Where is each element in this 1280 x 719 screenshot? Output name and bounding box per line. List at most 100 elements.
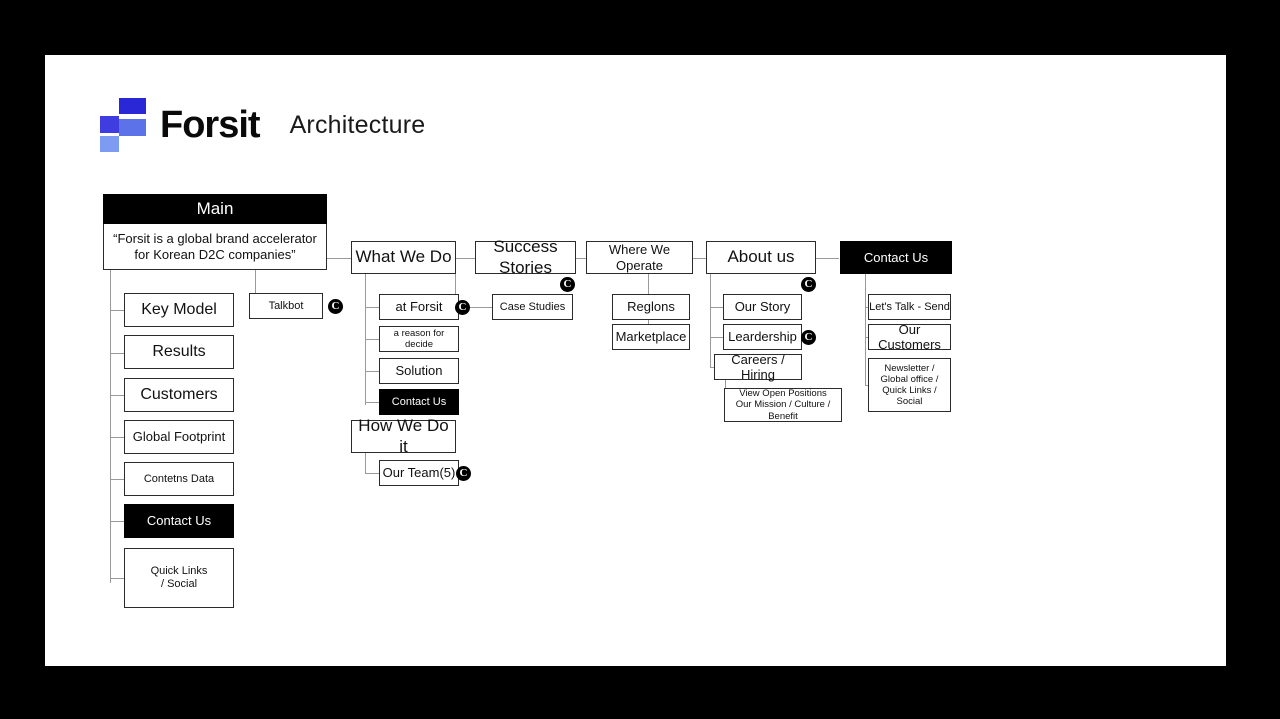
badge-c-talkbot: C — [328, 299, 343, 314]
connector — [110, 395, 124, 397]
logo-block-1 — [119, 98, 146, 114]
node-at-forsit[interactable]: at Forsit — [379, 294, 459, 320]
connector — [865, 274, 867, 386]
node-contact-us-column[interactable]: Contact Us — [840, 241, 952, 274]
brand-name: Forsit — [160, 104, 261, 146]
connector — [710, 307, 724, 309]
node-case-studies[interactable]: Case Studies — [492, 294, 573, 320]
node-customers[interactable]: Customers — [124, 378, 234, 412]
node-label: Contact Us — [146, 513, 212, 529]
node-label: What We Do — [355, 247, 452, 267]
connector — [110, 578, 124, 580]
slide-header: Forsit Architecture — [100, 98, 425, 152]
connector — [693, 258, 711, 260]
connector — [365, 453, 367, 474]
connector — [110, 310, 124, 312]
connector — [455, 258, 477, 260]
connector — [710, 274, 712, 368]
node-careers-hiring[interactable]: Careers / Hiring — [714, 352, 802, 382]
node-label: Results — [152, 342, 206, 360]
badge-c-our-team: C — [456, 466, 471, 481]
connector — [255, 270, 257, 307]
node-label: Quick Links / Social — [150, 565, 208, 590]
node-results[interactable]: Results — [124, 335, 234, 369]
logo-block-3 — [119, 119, 146, 136]
connector — [365, 339, 380, 341]
node-wwd-contact-us[interactable]: Contact Us — [379, 389, 459, 415]
connector — [110, 270, 112, 583]
node-our-story[interactable]: Our Story — [723, 294, 802, 320]
node-newsletter-block[interactable]: Newsletter / Global office / Quick Links… — [868, 358, 951, 412]
connector — [365, 307, 380, 309]
connector — [455, 274, 457, 308]
node-talkbot[interactable]: Talkbot — [249, 293, 323, 319]
node-main-header: Main — [103, 194, 327, 224]
logo-block-2 — [100, 116, 119, 133]
connector — [110, 479, 124, 481]
node-label: Leardership — [728, 329, 797, 345]
node-label: “Forsit is a global brand accelerator fo… — [113, 231, 317, 262]
connector — [710, 337, 724, 339]
page-title: Architecture — [289, 110, 426, 139]
node-success-stories[interactable]: Success Stories — [475, 237, 576, 277]
node-label: Contact Us — [391, 395, 447, 408]
node-where-we-operate[interactable]: Where We Operate — [586, 241, 693, 274]
node-how-we-do-it[interactable]: How We Do it — [351, 416, 456, 456]
connector — [365, 371, 380, 373]
node-lets-talk-send[interactable]: Let's Talk - Send — [868, 294, 951, 320]
node-key-model[interactable]: Key Model — [124, 293, 234, 327]
node-label: Our Customers — [878, 321, 941, 352]
node-quick-links-social[interactable]: Quick Links / Social — [124, 548, 234, 608]
connector — [110, 521, 124, 523]
node-label: Contact Us — [863, 249, 929, 265]
node-label: Main — [196, 198, 234, 218]
node-label: Our Story — [734, 299, 791, 315]
node-label: Our Team(5) — [382, 465, 456, 481]
node-main-tagline: “Forsit is a global brand accelerator fo… — [103, 224, 327, 270]
node-our-team[interactable]: Our Team(5) — [379, 460, 459, 486]
badge-c-leardership: C — [801, 330, 816, 345]
node-label: How We Do it — [358, 416, 449, 456]
logo-block-4 — [100, 136, 119, 152]
node-careers-detail[interactable]: View Open Positions Our Mission / Cultur… — [724, 388, 842, 422]
node-contetns-data[interactable]: Contetns Data — [124, 462, 234, 496]
node-label: Global Footprint — [132, 429, 226, 445]
forsit-logo-icon — [100, 98, 146, 152]
connector — [323, 258, 353, 260]
node-label: at Forsit — [395, 299, 443, 315]
node-a-reason-for-decide[interactable]: a reason for decide — [379, 326, 459, 352]
node-label: Where We Operate — [608, 242, 671, 273]
connector — [365, 473, 380, 475]
node-about-us[interactable]: About us — [706, 241, 816, 274]
node-main-contact-us[interactable]: Contact Us — [124, 504, 234, 538]
node-label: a reason for decide — [393, 327, 445, 350]
node-label: Let's Talk - Send — [869, 300, 950, 313]
node-label: Case Studies — [499, 300, 566, 313]
node-label: Reglons — [627, 299, 675, 315]
node-label: Marketplace — [615, 329, 687, 345]
node-label: Talkbot — [268, 299, 304, 312]
node-leardership[interactable]: Leardership — [723, 324, 802, 350]
node-label: Newsletter / Global office / Quick Links… — [880, 362, 939, 408]
connector — [575, 258, 593, 260]
connector — [110, 353, 124, 355]
node-global-footprint[interactable]: Global Footprint — [124, 420, 234, 454]
slide-canvas: Forsit Architecture — [45, 55, 1226, 666]
node-label: Success Stories — [493, 237, 558, 277]
node-marketplace[interactable]: Marketplace — [612, 324, 690, 350]
node-our-customers[interactable]: Our Customers — [868, 321, 951, 352]
architecture-diagram: Main “Forsit is a global brand accelerat… — [45, 55, 1226, 666]
node-what-we-do[interactable]: What We Do — [351, 241, 456, 274]
connector — [110, 437, 124, 439]
node-reglons[interactable]: Reglons — [612, 294, 690, 320]
node-label: Contetns Data — [143, 472, 215, 485]
badge-c-success-stories: C — [560, 277, 575, 292]
node-label: View Open Positions Our Mission / Cultur… — [735, 388, 831, 422]
node-label: Solution — [395, 363, 443, 379]
connector — [455, 307, 493, 309]
connector — [815, 258, 839, 260]
badge-c-at-forsit: C — [455, 300, 470, 315]
node-label: Key Model — [141, 300, 217, 318]
node-solution[interactable]: Solution — [379, 358, 459, 384]
